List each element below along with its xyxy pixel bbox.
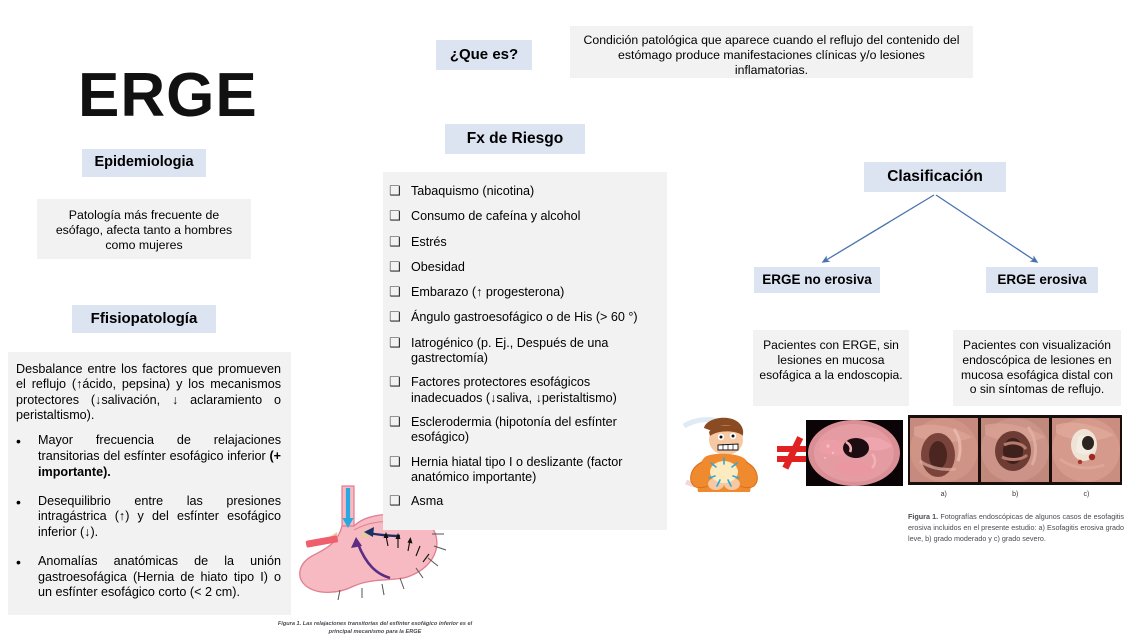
fx-riesgo-item-label: Embarazo (↑ progesterona) [411, 285, 565, 299]
fx-riesgo-item-label: Estrés [411, 234, 447, 249]
not-equal-icon [774, 436, 812, 470]
fx-riesgo-item-label: Consumo de cafeína y alcohol [411, 209, 581, 224]
epidemiologia-body: Patología más frecuente de esófago, afec… [37, 199, 251, 259]
checkbox-bullet-icon: ❑ [389, 414, 401, 430]
endoscopy-caption-text: Fotografías endoscópicas de algunos caso… [908, 512, 1124, 543]
fx-riesgo-item-label: Obesidad [411, 259, 465, 274]
fx-riesgo-item-label: Iatrogénico (p. Ej., Después de una gast… [411, 335, 609, 365]
checkbox-bullet-icon: ❑ [389, 209, 401, 225]
list-item: ❑ Embarazo (↑ progesterona) [389, 285, 657, 301]
list-item: • Mayor frecuencia de relajaciones trans… [16, 433, 281, 480]
endoscopy-figure-caption: Figura 1. Fotografías endoscópicas de al… [908, 512, 1124, 544]
epidemiologia-header: Epidemiologia [82, 149, 206, 177]
list-item: • Anomalías anatómicas de la unión gastr… [16, 554, 281, 601]
checkbox-bullet-icon: ❑ [389, 184, 401, 199]
fx-riesgo-item-label: Asma [411, 494, 444, 509]
checkbox-bullet-icon: ❑ [389, 375, 401, 391]
fisiopatologia-bullet-text: Anomalías anatómicas de la unión gastroe… [38, 553, 281, 600]
fx-riesgo-item-label: Hernia hiatal tipo I o deslizante (facto… [411, 454, 623, 485]
list-item: ❑ Obesidad [389, 260, 657, 276]
fisiopatologia-body: Desbalance entre los factores que promue… [8, 352, 291, 615]
endoscopy-photo-normal [806, 420, 903, 486]
checkbox-bullet-icon: ❑ [389, 285, 401, 300]
fx-riesgo-body: ❑ Tabaquismo (nicotina) ❑ Consumo de caf… [383, 172, 667, 530]
fx-riesgo-item-label: Factores protectores esofágicos inadecua… [411, 375, 617, 405]
endoscopy-label-a: a) [940, 491, 947, 498]
que-es-body: Condición patológica que aparece cuando … [570, 26, 973, 78]
bullet-dot-icon: • [16, 493, 21, 510]
clasificacion-branch-label-no-erosiva: ERGE no erosiva [754, 267, 880, 293]
list-item: ❑ Hernia hiatal tipo I o deslizante (fac… [389, 455, 657, 486]
bullet-dot-icon: • [16, 553, 21, 570]
checkbox-bullet-icon: ❑ [389, 335, 401, 351]
fx-riesgo-item-label: Ángulo gastroesofágico o de His (> 60 °) [411, 310, 638, 325]
list-item: ❑ Asma [389, 494, 657, 510]
que-es-header: ¿Que es? [436, 40, 532, 70]
checkbox-bullet-icon: ❑ [389, 234, 401, 250]
list-item: ❑ Ángulo gastroesofágico o de His (> 60 … [389, 310, 657, 326]
fx-riesgo-header: Fx de Riesgo [445, 124, 585, 154]
checkbox-bullet-icon: ❑ [389, 494, 401, 510]
clasificacion-branch-body-no-erosiva: Pacientes con ERGE, sin lesiones en muco… [753, 330, 909, 406]
stomach-figure-caption: Figura 1. Las relajaciones transitorias … [277, 621, 473, 636]
clasificacion-branch-label-erosiva: ERGE erosiva [986, 267, 1098, 293]
bullet-dot-icon: • [16, 433, 21, 450]
fx-riesgo-item-label: Tabaquismo (nicotina) [411, 184, 535, 198]
fx-riesgo-item-label: Esclerodermia (hipotonía del esfínter es… [411, 414, 617, 445]
endoscopy-label-c: c) [1083, 491, 1090, 498]
list-item: ❑ Factores protectores esofágicos inadec… [389, 375, 657, 406]
list-item: ❑ Tabaquismo (nicotina) [389, 184, 657, 200]
clasificacion-header: Clasificación [864, 162, 1006, 192]
list-item: ❑ Estrés [389, 235, 657, 251]
fisiopatologia-bullet-text: Mayor frecuencia de relajaciones transit… [38, 433, 281, 479]
list-item: ❑ Esclerodermia (hipotonía del esfínter … [389, 415, 657, 446]
checkbox-bullet-icon: ❑ [389, 259, 401, 275]
clasificacion-branch-body-erosiva: Pacientes con visualización endoscópica … [953, 330, 1121, 406]
page-title: ERGE [78, 61, 258, 130]
checkbox-bullet-icon: ❑ [389, 310, 401, 326]
endoscopy-subfigure-labels: a) b) c) [908, 491, 1122, 498]
heartburn-cartoon-image [682, 412, 766, 496]
list-item: ❑ Consumo de cafeína y alcohol [389, 209, 657, 225]
fx-riesgo-list: ❑ Tabaquismo (nicotina) ❑ Consumo de caf… [389, 184, 657, 511]
clasificacion-arrows [740, 190, 1138, 280]
endoscopy-caption-lead: Figura 1. [908, 512, 939, 521]
list-item: ❑ Iatrogénico (p. Ej., Después de una ga… [389, 336, 657, 367]
fisiopatologia-bullet-text: Desequilibrio entre las presiones intrag… [38, 493, 281, 540]
checkbox-bullet-icon: ❑ [389, 454, 401, 470]
endoscopy-photo-triptych [908, 415, 1122, 485]
fisiopatologia-header: Ffisiopatología [72, 305, 216, 333]
fisiopatologia-bullet-list: • Mayor frecuencia de relajaciones trans… [16, 433, 281, 601]
endoscopy-label-b: b) [1012, 491, 1019, 498]
list-item: • Desequilibrio entre las presiones intr… [16, 494, 281, 541]
fisiopatologia-intro: Desbalance entre los factores que promue… [16, 362, 281, 423]
